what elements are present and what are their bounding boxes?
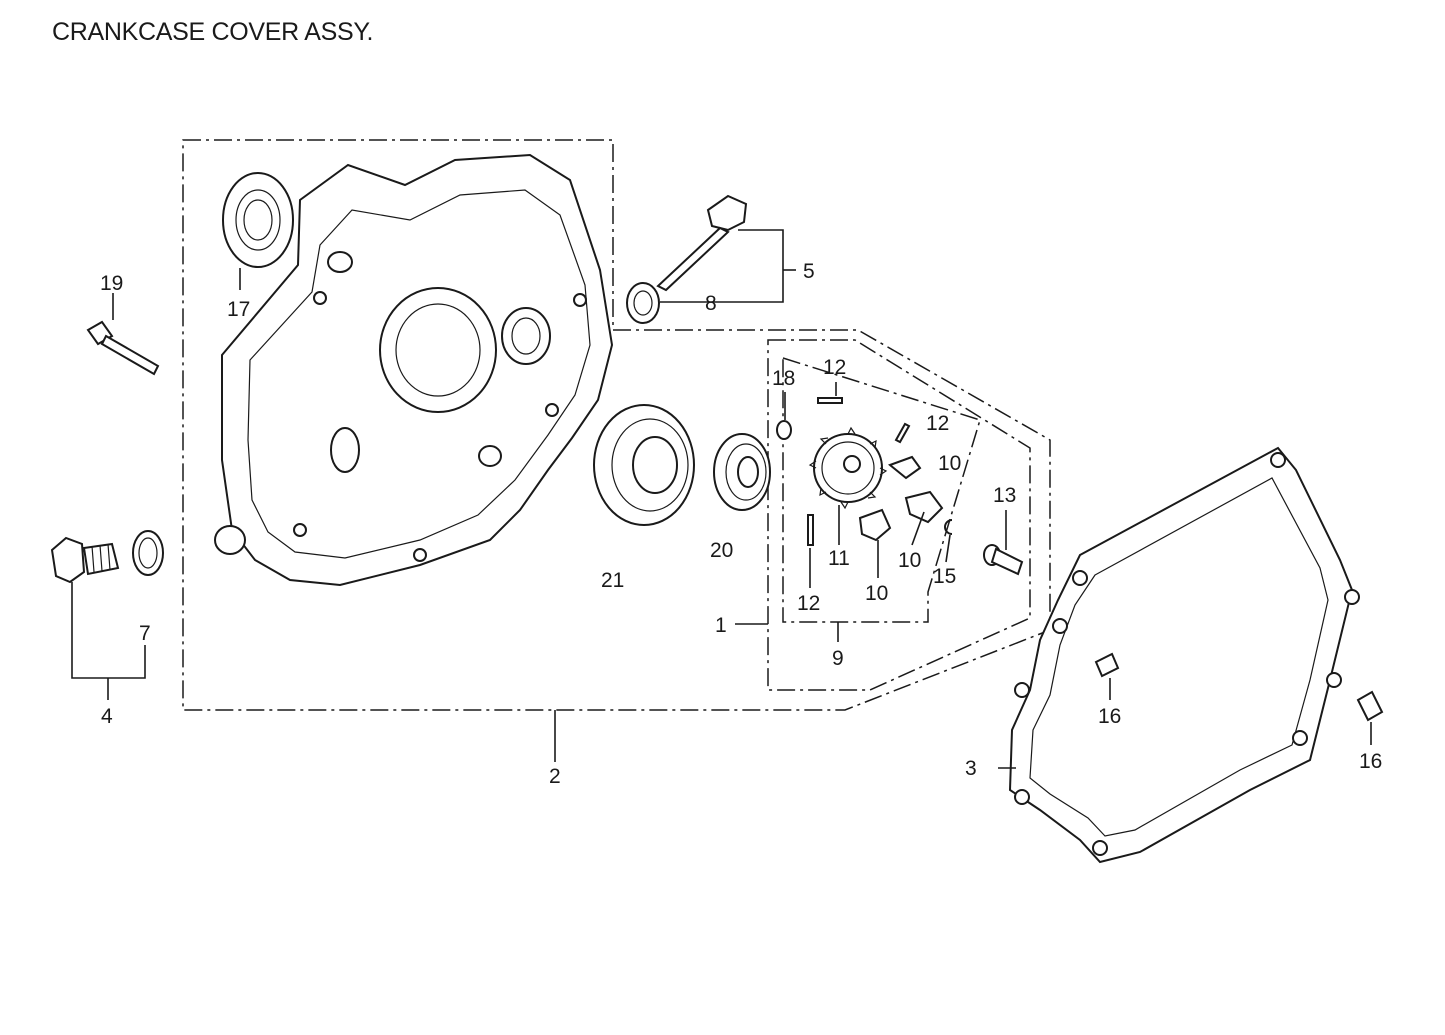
callout-16-right: 16	[1359, 750, 1382, 773]
callout-1: 1	[715, 614, 727, 637]
callout-10-mid: 10	[898, 549, 921, 572]
governor-arm-10-mid-part	[904, 490, 944, 524]
leader-lines	[71, 229, 1372, 769]
gasket-3-part	[1008, 446, 1360, 864]
callout-19: 19	[100, 272, 123, 295]
o-ring-8-part	[626, 282, 660, 324]
callout-4: 4	[101, 705, 113, 728]
pin-12-bottom-part	[807, 514, 814, 546]
callout-12-top: 12	[823, 356, 846, 379]
clip-15-part	[944, 519, 953, 535]
callout-7: 7	[139, 622, 151, 645]
dowel-pin-16-right-part	[1356, 690, 1384, 722]
callout-11: 11	[828, 547, 850, 570]
drain-plug-4-part	[50, 536, 120, 584]
callout-12-right: 12	[926, 412, 949, 435]
washer-7-part	[132, 530, 164, 576]
dowel-pin-16-left-part	[1094, 652, 1120, 678]
crankcase-cover-part	[214, 153, 614, 587]
callout-8: 8	[705, 292, 717, 315]
callout-3: 3	[965, 757, 977, 780]
assembly-boundary-9	[782, 356, 981, 623]
pin-12-right-part	[894, 422, 911, 444]
callout-13: 13	[993, 484, 1016, 507]
callout-5: 5	[803, 260, 815, 283]
governor-gear-11-part	[808, 426, 888, 510]
callout-12-bottom: 12	[797, 592, 820, 615]
callout-16-left: 16	[1098, 705, 1121, 728]
bolt-19-part	[86, 320, 160, 376]
callout-10-bottom: 10	[865, 582, 888, 605]
pin-12-top-part	[817, 397, 843, 404]
callout-20: 20	[710, 539, 733, 562]
callout-9: 9	[832, 647, 844, 670]
governor-arm-10-top-part	[887, 455, 922, 480]
bearing-20-part	[713, 433, 771, 511]
callout-18: 18	[772, 367, 795, 390]
callout-17: 17	[227, 298, 250, 321]
shaft-13-part	[983, 544, 1024, 576]
washer-18-part	[776, 420, 792, 440]
diagram-title: CRANKCASE COVER ASSY.	[52, 18, 374, 46]
oil-seal-17-part	[222, 172, 294, 268]
bearing-21-part	[593, 404, 695, 526]
callout-21: 21	[601, 569, 624, 592]
callout-10-right: 10	[938, 452, 961, 475]
governor-slider-10-part	[858, 508, 892, 542]
assembly-boundary-1	[767, 339, 1031, 691]
callout-2: 2	[549, 765, 561, 788]
callout-15: 15	[933, 565, 956, 588]
dipstick-5-part	[656, 194, 748, 292]
assembly-boundary-2	[182, 139, 1051, 711]
